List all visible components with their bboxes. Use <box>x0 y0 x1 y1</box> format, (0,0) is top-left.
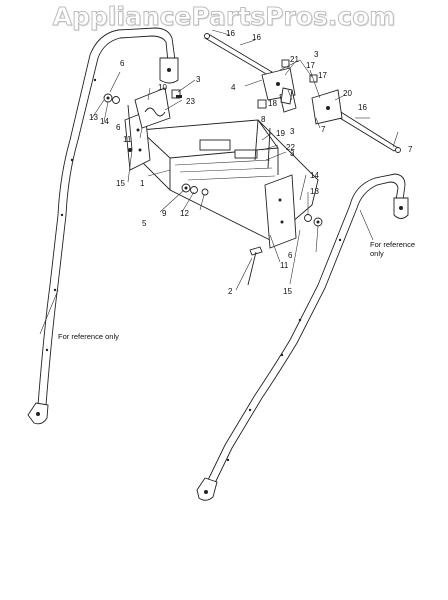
brackets <box>261 67 343 125</box>
callout-14-left: 14 <box>100 117 109 126</box>
hardware <box>103 59 323 286</box>
callout-10: 10 <box>158 83 167 92</box>
callout-3-left: 3 <box>196 75 201 84</box>
left-handle <box>27 27 179 425</box>
callout-17-b: 17 <box>318 71 327 80</box>
callout-13-right: 13 <box>310 187 319 196</box>
lever-assembly <box>127 87 171 152</box>
callout-3-top: 3 <box>314 50 319 59</box>
callout-6-left-b: 6 <box>116 123 121 132</box>
callout-1: 1 <box>140 179 145 188</box>
watermark-logo: AppliancePartsPros.com <box>52 2 396 32</box>
callout-19: 19 <box>276 129 285 138</box>
callout-6-right: 6 <box>288 251 293 260</box>
callout-8: 8 <box>261 115 266 124</box>
note-right-1: For reference <box>370 240 415 249</box>
callout-12: 12 <box>180 209 189 218</box>
callout-9: 9 <box>162 209 167 218</box>
callout-5: 5 <box>142 219 147 228</box>
callout-labels: 16 16 6 3 3 21 17 17 4 10 23 18 20 16 7 … <box>89 29 413 296</box>
leader-lines <box>39 29 399 335</box>
main-panel <box>124 111 319 249</box>
right-handle <box>196 173 409 501</box>
callout-14-right: 14 <box>310 171 319 180</box>
callout-16-right: 16 <box>358 103 367 112</box>
callout-7-mid: 7 <box>321 125 326 134</box>
callout-21: 21 <box>290 55 299 64</box>
callout-4: 4 <box>231 83 236 92</box>
callout-23: 23 <box>186 97 195 106</box>
callout-22: 22 <box>286 143 295 152</box>
callout-7-right: 7 <box>408 145 413 154</box>
callout-15-left: 15 <box>116 179 125 188</box>
note-right-2: only <box>370 249 384 258</box>
callout-3-mid: 3 <box>290 127 295 136</box>
callout-7-top: 16 <box>226 29 235 38</box>
callout-11-left: 11 <box>123 135 132 144</box>
callout-16-top: 16 <box>252 33 261 42</box>
callout-20: 20 <box>343 89 352 98</box>
reference-notes: For reference only For reference only <box>58 240 415 341</box>
callout-17-a: 17 <box>306 61 315 70</box>
note-left: For reference only <box>58 332 119 341</box>
callout-18: 18 <box>268 99 277 108</box>
callout-3-low: 3 <box>290 149 295 158</box>
callout-13-left: 13 <box>89 113 98 122</box>
control-rod <box>204 33 401 153</box>
callout-6-left: 6 <box>120 59 125 68</box>
callout-15-right: 15 <box>283 287 292 296</box>
callout-2: 2 <box>228 287 233 296</box>
callout-11-right: 11 <box>280 261 289 270</box>
